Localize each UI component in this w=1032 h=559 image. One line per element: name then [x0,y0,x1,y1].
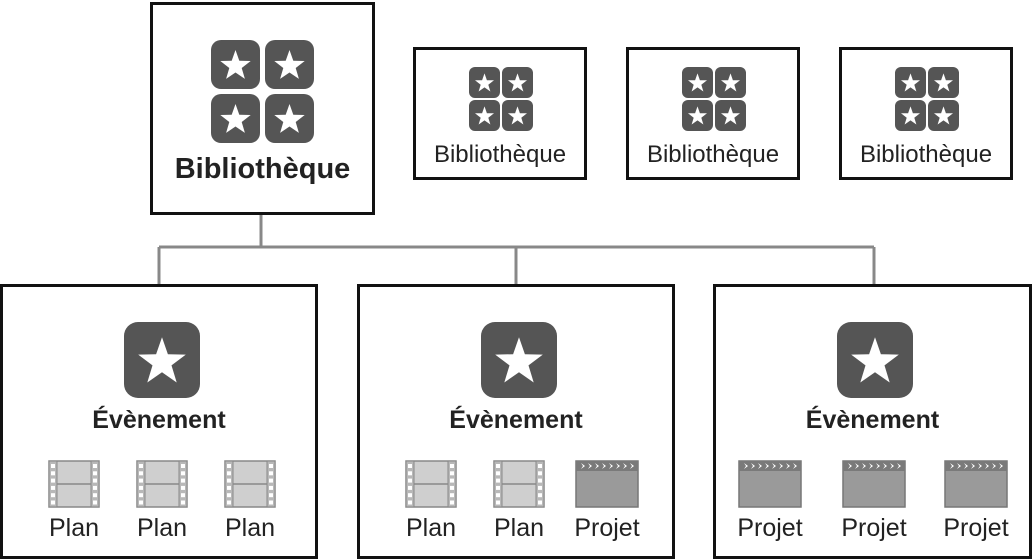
library-other-label: Bibliothèque [859,141,993,168]
project-label: Projet [737,514,803,542]
project-label: Projet [943,514,1009,542]
library-icon [469,67,533,131]
event-star-icon [481,322,557,398]
event-box[interactable]: Évènement Plan Plan Projet [357,284,675,559]
film-clip-icon [48,460,100,508]
clip-label: Plan [48,514,100,542]
clapperboard-icon [842,460,906,508]
library-icon [895,67,959,131]
library-main-label: Bibliothèque [174,153,351,185]
film-clip-icon [405,460,457,508]
clip-label: Plan [224,514,276,542]
event-box[interactable]: Évènement Plan Plan Plan [0,284,318,559]
clip-label: Plan [405,514,457,542]
clip-label: Plan [493,514,545,542]
clapperboard-icon [944,460,1008,508]
library-other[interactable]: Bibliothèque [413,47,587,180]
film-clip-icon [224,460,276,508]
project-label: Projet [841,514,907,542]
clapperboard-icon [738,460,802,508]
project-label: Projet [574,514,640,542]
clapperboard-icon [575,460,639,508]
event-star-icon [124,322,200,398]
event-label: Évènement [449,406,583,434]
event-box[interactable]: Évènement Projet Projet Projet [713,284,1032,559]
event-label: Évènement [92,406,226,434]
clip-label: Plan [136,514,188,542]
library-other-label: Bibliothèque [433,141,567,168]
library-icon [682,67,746,131]
film-clip-icon [493,460,545,508]
library-main[interactable]: Bibliothèque [150,2,375,215]
event-star-icon [837,322,913,398]
library-other[interactable]: Bibliothèque [839,47,1013,180]
film-clip-icon [136,460,188,508]
library-other-label: Bibliothèque [646,141,780,168]
library-icon [211,40,314,143]
library-other[interactable]: Bibliothèque [626,47,800,180]
event-label: Évènement [805,406,940,434]
